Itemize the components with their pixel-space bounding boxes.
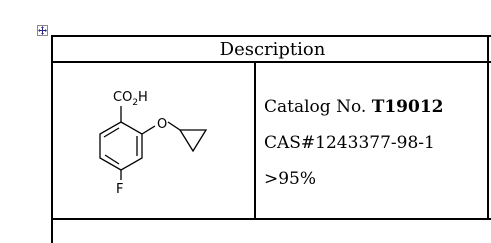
table-move-handle-icon[interactable] <box>37 25 48 36</box>
purity: >95% <box>264 169 317 189</box>
catalog-label: Catalog No. <box>264 97 372 117</box>
table-right-border <box>487 35 489 220</box>
catalog-number-line: Catalog No. T19012 <box>264 96 443 118</box>
acid-group-label: CO2H <box>113 90 148 108</box>
header-bottom-border <box>51 61 491 63</box>
column-divider <box>254 62 256 219</box>
chemical-structure: CO2H O F <box>99 90 208 197</box>
table-left-border <box>51 35 53 243</box>
table-top-border <box>51 35 491 37</box>
catalog-number: T19012 <box>371 97 444 117</box>
fluoro-label: F <box>116 182 123 197</box>
row-bottom-border <box>51 218 491 220</box>
table-header-description: Description <box>219 39 326 60</box>
cas-number: CAS#1243377-98-1 <box>264 133 435 153</box>
oxygen-label: O <box>157 117 167 132</box>
